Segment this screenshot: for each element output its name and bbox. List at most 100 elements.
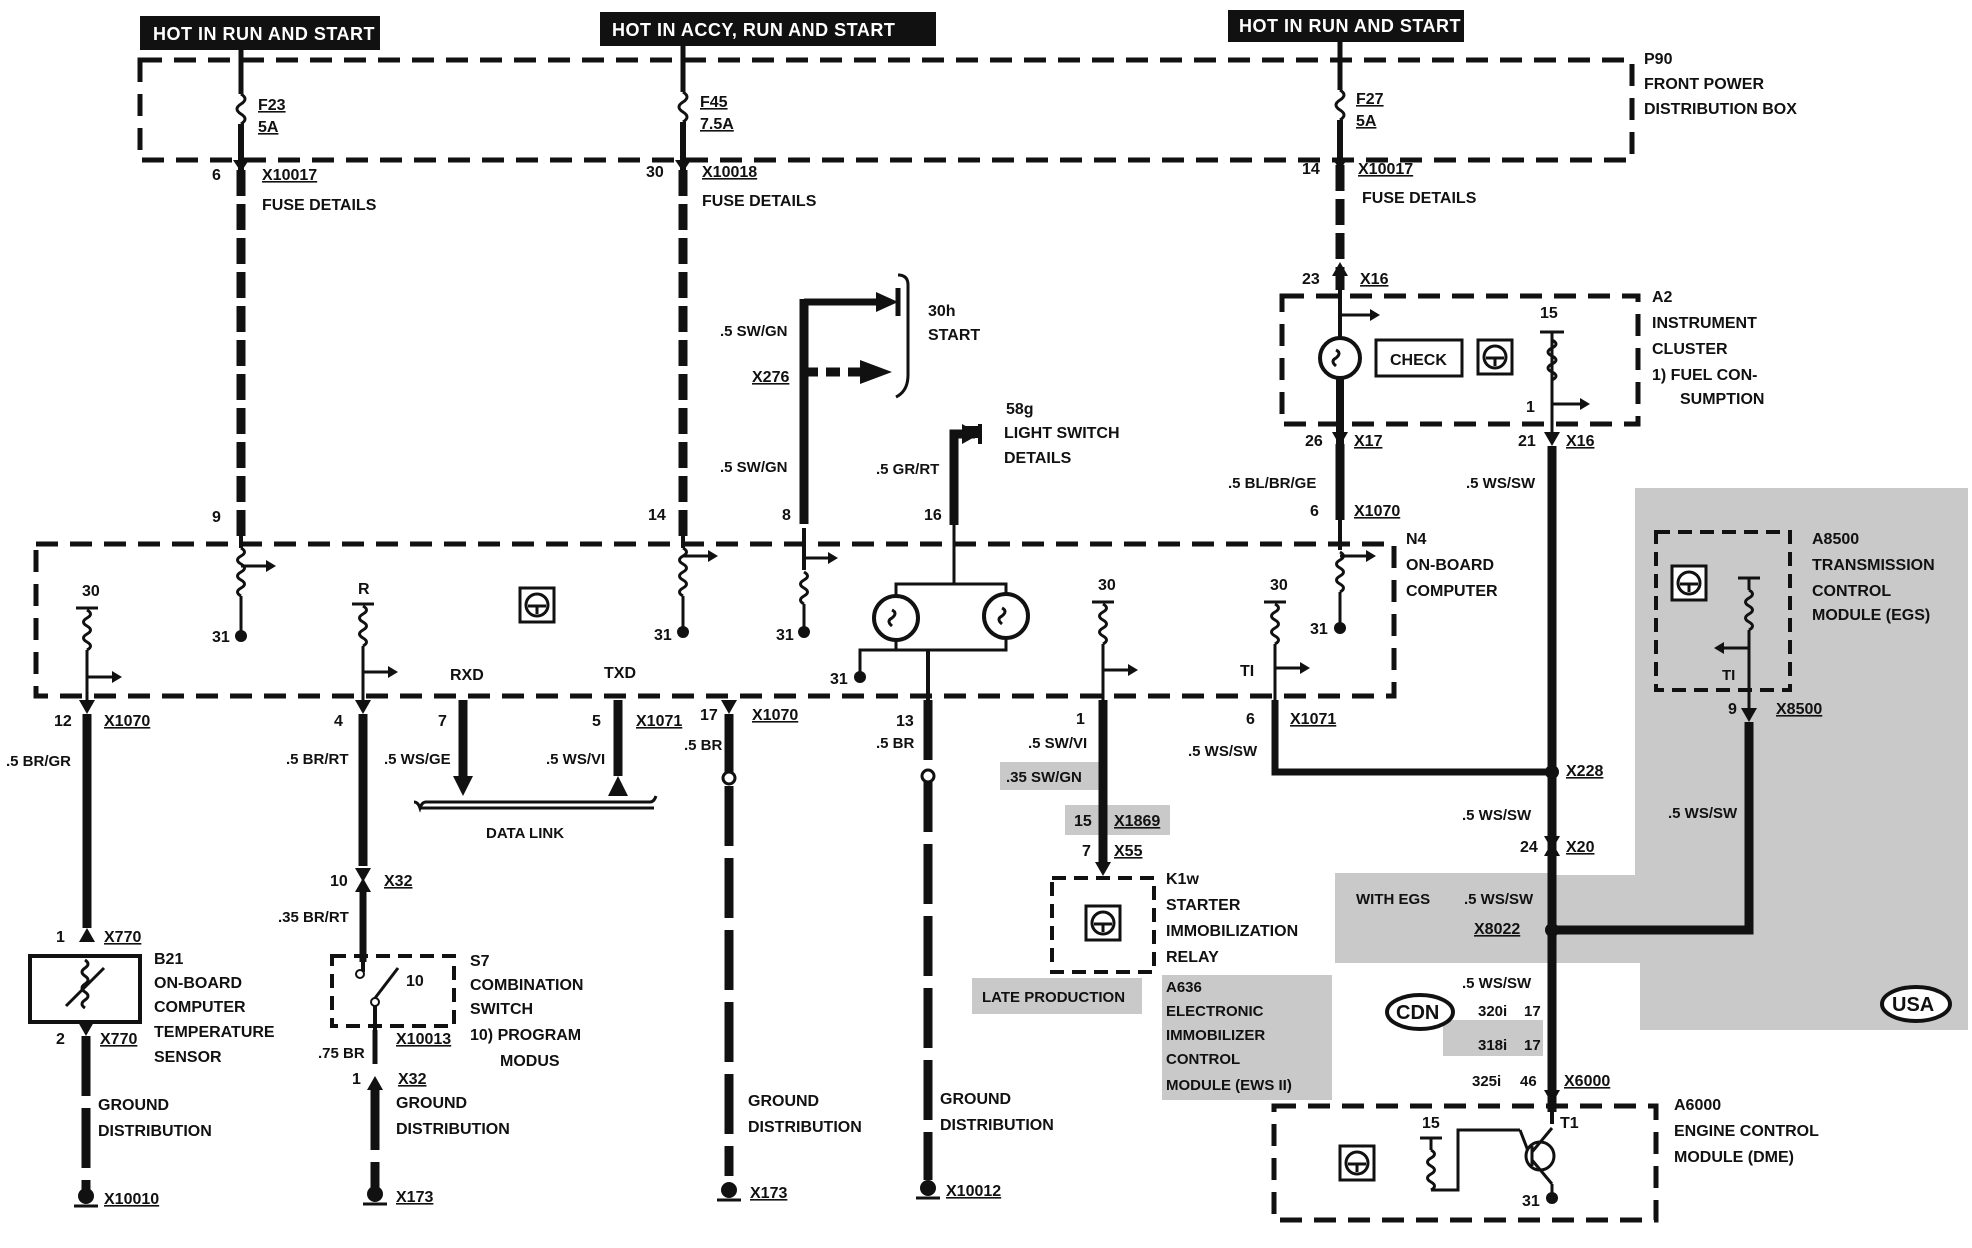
cluster-pin26: 26 — [1305, 433, 1323, 450]
p90-code: P90 — [1644, 51, 1673, 68]
dme-line1: ENGINE CONTROL — [1674, 1123, 1819, 1140]
light-line2: DETAILS — [1004, 450, 1072, 467]
n4-outputs: 12 X1070 .5 BR/GR 4 .5 BR/RT 7 .5 WS/GE … — [6, 700, 1552, 1180]
switch-wire-b: .75 BR — [318, 1045, 365, 1062]
fuse-f23-conn: X10017 — [262, 167, 317, 184]
fuse-f27: F27 — [1356, 91, 1384, 108]
out-wire7: .5 WS/GE — [384, 751, 451, 768]
ground-icon-x10012 — [916, 1180, 940, 1200]
fuse-labels: F23 5A 6 X10017 FUSE DETAILS F45 7.5A 30… — [212, 91, 1477, 214]
ews-line4: CONTROL — [1166, 1051, 1240, 1068]
out-wire17: .5 BR — [684, 737, 723, 754]
out-pin1: 1 — [1076, 711, 1085, 728]
light-switch-circuit: 58g LIGHT SWITCH DETAILS .5 GR/RT 16 — [876, 401, 1120, 525]
out-pin5: 5 — [592, 713, 601, 730]
sensor-pin2: 2 — [56, 1031, 65, 1048]
sensor-gnd1: GROUND — [98, 1097, 169, 1114]
ground3-x173: X173 — [750, 1185, 787, 1202]
banner-run-start-2: HOT IN RUN AND START — [1239, 16, 1461, 36]
cluster-x16-top: X16 — [1360, 271, 1389, 288]
lamp-icon-right — [982, 592, 1030, 640]
sensor-line1: ON-BOARD — [154, 975, 242, 992]
trans-module-icon — [1670, 564, 1708, 602]
sensor-x770-a: X770 — [104, 929, 141, 946]
trans-ti: TI — [1722, 667, 1735, 684]
relay-module-icon — [1084, 904, 1122, 942]
out-wire13: .5 BR — [876, 735, 915, 752]
n4-line2: COMPUTER — [1406, 583, 1498, 600]
n4-module-icon — [518, 586, 556, 624]
trans-line1: TRANSMISSION — [1812, 557, 1935, 574]
light-58g: 58g — [1006, 401, 1034, 418]
relay-x55: X55 — [1114, 843, 1143, 860]
starter-immobilization-relay: .35 SW/GN 15 X1869 7 X55 K1w STARTER IMM… — [982, 769, 1298, 1094]
n4-wire-bl: .5 BL/BR/GE — [1228, 475, 1316, 492]
fuse-f45-amps: 7.5A — [700, 116, 734, 133]
start-conn-x276: X276 — [752, 369, 789, 386]
start-circuit: .5 SW/GN X276 30h START .5 SW/GN — [720, 273, 980, 524]
out-x1070-a: X1070 — [104, 713, 150, 730]
relay-pin7: 7 — [1082, 843, 1091, 860]
fuse-f27-pin: 14 — [1302, 161, 1320, 178]
out-wire12: .5 BR/GR — [6, 753, 71, 770]
ground4-line1: GROUND — [940, 1091, 1011, 1108]
start-wire2: .5 SW/GN — [720, 459, 788, 476]
cluster-pin23: 23 — [1302, 271, 1320, 288]
switch-line3: 10) PROGRAM — [470, 1027, 581, 1044]
start-wire1: .5 SW/GN — [720, 323, 788, 340]
sensor-line4: SENSOR — [154, 1049, 222, 1066]
relay-line2: IMMOBILIZATION — [1166, 923, 1298, 940]
n4-gnd31-a: 31 — [212, 629, 230, 646]
sensor-line3: TEMPERATURE — [154, 1024, 275, 1041]
switch-x32-a: X32 — [384, 873, 413, 890]
cluster-to-n4: .5 BL/BR/GE 6 X1070 — [1228, 444, 1400, 520]
dme-line2: MODULE (DME) — [1674, 1149, 1794, 1166]
out-x1071-b: X1071 — [1290, 711, 1336, 728]
trunk-wire-top: .5 WS/SW — [1466, 475, 1536, 492]
ground3-line2: DISTRIBUTION — [748, 1119, 862, 1136]
n4-gnd31-e: 31 — [830, 671, 848, 688]
ground-distribution-3: GROUND DISTRIBUTION X173 — [717, 1093, 862, 1202]
front-power-distribution-box: P90 FRONT POWER DISTRIBUTION BOX — [137, 51, 1797, 163]
cluster-line3: 1) FUEL CON- — [1652, 367, 1757, 384]
transistor-icon — [1518, 1127, 1556, 1196]
sensor-x770-b: X770 — [100, 1031, 137, 1048]
n4-internal-pin14: 31 — [654, 530, 718, 644]
light-line1: LIGHT SWITCH — [1004, 425, 1120, 442]
on-board-computer-n4: N4 ON-BOARD COMPUTER 9 14 8 31 31 — [33, 507, 1498, 700]
switch-gnd2: DISTRIBUTION — [396, 1121, 510, 1138]
fuse-f23: F23 — [258, 97, 286, 114]
cluster-x16-bottom: X16 — [1566, 433, 1595, 450]
fuse-f23-details: FUSE DETAILS — [262, 197, 377, 214]
dme-t1: T1 — [1560, 1115, 1579, 1132]
n4-txd: TXD — [604, 665, 636, 682]
ground4-x10012: X10012 — [946, 1183, 1001, 1200]
n4-internal-cluster-pin: 31 — [1310, 520, 1376, 638]
n4-pin-r: R — [352, 581, 398, 700]
trans-code: A8500 — [1812, 531, 1859, 548]
cluster-line2: CLUSTER — [1652, 341, 1728, 358]
out-pin13: 13 — [896, 713, 914, 730]
out-pin6: 6 — [1246, 711, 1255, 728]
fuse-f45-pin: 30 — [646, 164, 664, 181]
trunk-x6000: X6000 — [1564, 1073, 1610, 1090]
switch-pin10: 10 — [330, 873, 348, 890]
check-lamp — [1374, 338, 1464, 378]
n4-rxd: RXD — [450, 667, 484, 684]
trans-x8500: X8500 — [1776, 701, 1822, 718]
out-wire6: .5 WS/SW — [1188, 743, 1258, 760]
relay-line3: RELAY — [1166, 949, 1219, 966]
n4-pin8: 8 — [782, 507, 791, 524]
n4-gnd31-c: 31 — [776, 627, 794, 644]
switch-pin1: 1 — [352, 1071, 361, 1088]
ground4-line2: DISTRIBUTION — [940, 1117, 1054, 1134]
combination-switch-s7: 10 X32 .35 BR/RT 10 X10013 S7 COMBINATIO… — [278, 868, 583, 1206]
sensor-gnd2: DISTRIBUTION — [98, 1123, 212, 1140]
trunk-x8022: X8022 — [1474, 921, 1520, 938]
cluster-x17: X17 — [1354, 433, 1383, 450]
trunk-pin17: 17 — [1524, 1003, 1541, 1020]
shaded-regions — [972, 488, 1968, 1100]
usa-badge — [1880, 985, 1952, 1023]
start-label: START — [928, 327, 980, 344]
sensor-gnd-x10010: X10010 — [104, 1191, 159, 1208]
